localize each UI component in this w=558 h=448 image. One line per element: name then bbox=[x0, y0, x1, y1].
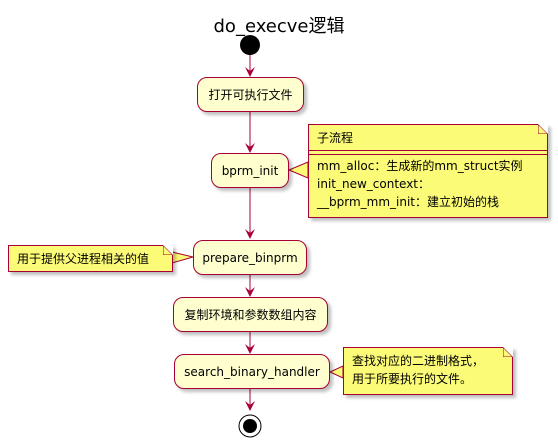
note-fold-icon bbox=[163, 245, 173, 255]
start-node bbox=[240, 35, 260, 55]
note-search-line: 用于所要执行的文件。 bbox=[352, 372, 473, 386]
end-node-core bbox=[243, 419, 257, 433]
note-subflow-line: init_new_context： bbox=[317, 177, 431, 191]
note-pointer-subflow bbox=[287, 161, 309, 179]
note-subflow-line: mm_alloc：生成新的mm_struct实例 bbox=[317, 159, 523, 173]
note-search-line: 查找对应的二进制格式， bbox=[352, 354, 485, 368]
note-subflow: 子流程 mm_alloc：生成新的mm_struct实例 init_new_co… bbox=[308, 124, 548, 218]
activity-bprm-init: bprm_init bbox=[211, 153, 289, 188]
activity-open-file: 打开可执行文件 bbox=[197, 77, 304, 112]
diagram-title: do_execve逻辑 bbox=[213, 16, 345, 37]
note-fold-icon bbox=[538, 124, 548, 134]
note-subflow-divider bbox=[309, 150, 547, 155]
note-fold-icon bbox=[503, 347, 513, 357]
note-pointer-prepare bbox=[171, 251, 195, 264]
note-subflow-title: 子流程 bbox=[317, 131, 354, 145]
note-prepare-binprm: 用于提供父进程相关的值 bbox=[8, 245, 173, 272]
activity-search-binary-handler: search_binary_handler bbox=[174, 354, 330, 389]
activity-prepare-binprm: prepare_binprm bbox=[193, 240, 307, 275]
activity-copy-env: 复制环境和参数数组内容 bbox=[173, 297, 328, 332]
note-subflow-line: __bprm_mm_init：建立初始的栈 bbox=[317, 195, 500, 209]
note-pointer-search bbox=[328, 365, 344, 379]
note-search-binary-handler: 查找对应的二进制格式， 用于所要执行的文件。 bbox=[343, 347, 513, 395]
note-prepare-line: 用于提供父进程相关的值 bbox=[17, 252, 150, 266]
